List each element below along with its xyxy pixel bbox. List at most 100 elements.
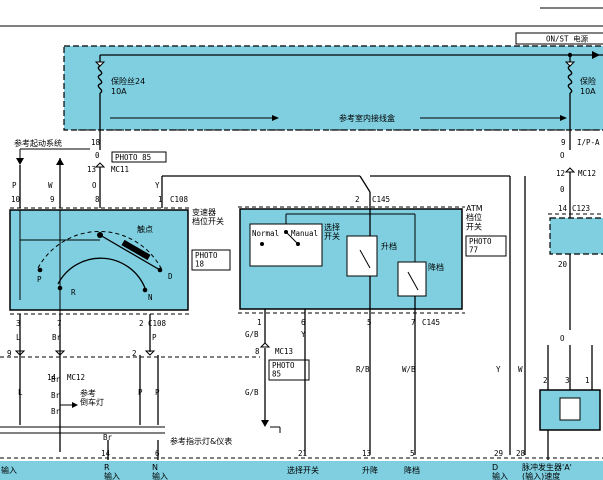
reverse-lamp-ref: 参考倒车灯 [80, 388, 104, 407]
conn-c108-top: C108 [170, 195, 189, 204]
down-switch-label: 降档 [428, 262, 444, 272]
select-manual: Manual [291, 229, 318, 238]
mc11-connector [94, 162, 106, 168]
p-contact-dot [37, 267, 43, 273]
wire-label-rb: R/B [356, 365, 370, 374]
power-bus-arrow [592, 51, 600, 59]
pin-8b: 8 [255, 347, 260, 356]
pin-9b: 9 [7, 349, 12, 358]
conn-c145-top: C145 [372, 195, 390, 204]
wire-label-p: P [12, 181, 17, 190]
pin-13: 13 [87, 165, 96, 174]
up-blade [359, 249, 371, 269]
right-module-box [549, 217, 603, 255]
d-contact-dot [157, 267, 163, 273]
inhibitor-switch-label: 变速器档位开关 [192, 207, 224, 226]
wire-label-br4: Br [51, 407, 61, 416]
wire-label-y2: Y [301, 330, 306, 339]
start-system-ref: 参考起动系统 [14, 138, 62, 148]
pin-2c: 2 [355, 195, 360, 204]
pin-14: 14 [47, 373, 57, 382]
wire-label-br: Br [52, 333, 62, 342]
photo85-text: PHOTO 85 [115, 153, 151, 162]
conn-mc13: MC13 [275, 347, 293, 356]
conn-c145-bottom: C145 [422, 318, 440, 327]
conn-mc11: MC11 [111, 165, 129, 174]
fuse-right-icon [567, 65, 573, 94]
pin-2: 2 [139, 319, 144, 328]
pin-1c: 1 [585, 376, 590, 385]
gear-p-label: P [37, 275, 42, 284]
pin-20c: 20 [558, 260, 568, 269]
ecu-input-left: 输入 [1, 465, 17, 475]
pin-5b: 5 [410, 449, 415, 458]
pin-6: 6 [301, 318, 306, 327]
pulse-generator-box [539, 389, 601, 431]
wire-label-p2: P [152, 333, 157, 342]
pin-0c: 0 [560, 185, 565, 194]
ecu-up: 升降 [362, 465, 378, 475]
pin-10: 10 [11, 195, 21, 204]
contact-icon [121, 239, 151, 261]
power-label: ON/ST 电源 [546, 34, 589, 44]
wire-label-l2: L [18, 388, 23, 397]
pin-28: 28 [516, 449, 526, 458]
fuse-left-name: 保险丝24 [111, 76, 145, 86]
contact-label: 触点 [137, 224, 153, 234]
gear-arm [99, 234, 161, 271]
pin-7: 7 [57, 319, 62, 328]
fuse-right-name: 保险 [580, 76, 596, 86]
wire-label-l: L [16, 333, 21, 342]
mc13-connector [259, 342, 271, 348]
fuse-right-connector [564, 61, 576, 67]
pin-7b: 7 [411, 318, 416, 327]
wire-label-y: Y [155, 181, 160, 190]
pin-12c: 12 [556, 169, 565, 178]
wire-label-br3: Br [51, 391, 61, 400]
pin-5: 5 [367, 318, 372, 327]
up-switch-box [346, 235, 378, 277]
wire-label-w: W [48, 181, 53, 190]
pin-21: 21 [298, 449, 307, 458]
normal-dot [260, 242, 264, 246]
wire-o-label: 0 [95, 151, 100, 160]
pin-8: 8 [95, 195, 100, 204]
select-normal: Normal [252, 229, 279, 238]
gear-d-label: D [168, 272, 173, 281]
pin-2b: 2 [132, 349, 137, 358]
pin-14b: 14 [101, 449, 111, 458]
gear-r-label: R [71, 288, 76, 297]
wire-label-gb2: G/B [245, 388, 259, 397]
conn-c108-bottom: C108 [148, 319, 167, 328]
reverse-lamp-arrow [72, 402, 78, 408]
jb-arrow-right [560, 115, 567, 121]
wire-label-br2: Br [51, 375, 61, 384]
pulse-generator-icon [559, 397, 581, 421]
select-switch-label: 选择开关 [324, 222, 340, 241]
inhibitor-switch-box [9, 209, 189, 311]
pin-9c: 9 [561, 138, 566, 147]
conn-c123: C123 [572, 204, 590, 213]
pin-3c: 3 [565, 376, 570, 385]
wire-label-w2: W [518, 365, 523, 374]
wire-label-p3: P [138, 388, 143, 397]
conn-mc12-left: MC12 [67, 373, 85, 382]
ecu-pulse-gen: 脉冲发生器'A'(输入)速度 [522, 462, 572, 480]
pin-1: 1 [158, 195, 163, 204]
ecu-select-switch: 选择开关 [287, 465, 319, 475]
wire-label-o: O [92, 181, 97, 190]
junction-box-label: 参考室内接线盒 [339, 113, 395, 123]
wire-label-gb: G/B [245, 330, 259, 339]
down-blade [407, 271, 419, 291]
pin-14d: 14 [558, 204, 568, 213]
n-contact-dot [142, 287, 148, 293]
photo85b-tag [268, 359, 310, 381]
conn-mc12-right: MC12 [578, 169, 596, 178]
mc12-right-connector [564, 167, 576, 173]
photo18-tag [191, 249, 231, 271]
